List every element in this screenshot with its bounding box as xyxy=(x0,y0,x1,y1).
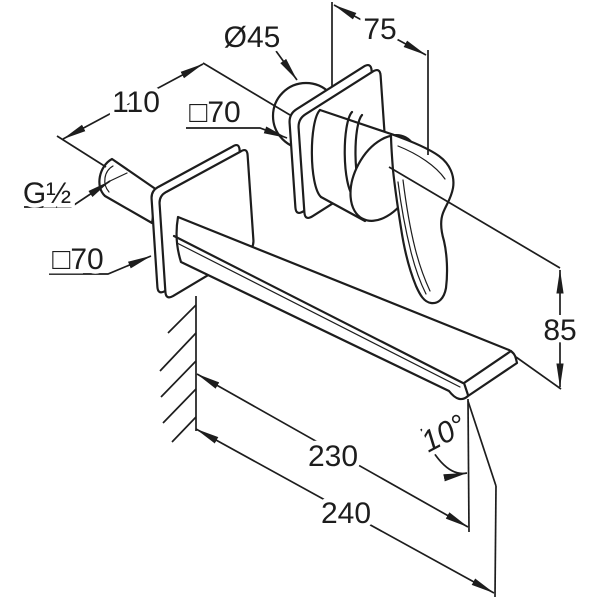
lever-nose-contour xyxy=(397,145,446,180)
leader-line xyxy=(24,180,111,208)
ext-line xyxy=(388,166,561,269)
leader-tail xyxy=(109,172,128,182)
plate-size-label-top: □70 xyxy=(189,96,241,129)
ext-line xyxy=(56,135,107,168)
ext-line xyxy=(202,62,291,116)
thread-label: G½ xyxy=(23,177,71,210)
dimension-75 xyxy=(331,2,429,155)
lever-front-contour-2 xyxy=(402,179,431,292)
hatch-stroke xyxy=(162,388,197,424)
dim-label-110: 110 xyxy=(112,86,160,119)
leader-line xyxy=(186,126,288,139)
angle-label: 10° xyxy=(416,409,472,459)
dim-label-75: 75 xyxy=(363,13,396,46)
dim-line xyxy=(195,428,495,594)
dim-label-240: 240 xyxy=(321,497,371,530)
angle-ray xyxy=(467,400,497,487)
hatch-stroke xyxy=(160,360,197,398)
spout-top-front-edge xyxy=(172,234,465,385)
leader-sq70-bottom xyxy=(49,255,152,275)
lever-outline xyxy=(389,132,455,305)
plate-size-label-bottom: □70 xyxy=(52,243,104,276)
leader-d45 xyxy=(275,50,298,81)
hatch-stroke xyxy=(171,416,197,443)
dimension-110 xyxy=(56,62,291,168)
diameter-label: Ø45 xyxy=(224,21,281,54)
dimension-angle-10 xyxy=(420,400,497,487)
leader-g-half xyxy=(24,172,128,208)
dim-label-85: 85 xyxy=(543,314,576,347)
ext-line xyxy=(494,485,497,598)
ext-line xyxy=(515,356,562,390)
leader-sq70-top xyxy=(186,126,288,139)
spout-chamfer-line xyxy=(176,242,461,388)
mixer-body-base-arc xyxy=(310,108,323,199)
hatch-stroke xyxy=(167,304,197,334)
mixer-body-bottom-edge xyxy=(319,195,367,223)
dim-line xyxy=(62,63,204,140)
mixer-lever-handle xyxy=(389,132,455,305)
leader-line xyxy=(275,50,298,81)
spout-silhouette xyxy=(175,215,519,401)
lever-front-contour-1 xyxy=(397,181,427,295)
angle-arc xyxy=(420,428,468,482)
supply-pipe xyxy=(98,157,159,225)
dim-label-230: 230 xyxy=(308,440,358,473)
dim-line xyxy=(333,4,427,56)
dimension-85 xyxy=(388,166,564,390)
hatch-stroke xyxy=(159,332,197,372)
faucet-spout xyxy=(172,215,519,401)
wall-hatching xyxy=(159,296,197,443)
ext-line xyxy=(467,398,470,533)
dimension-240 xyxy=(195,428,497,598)
leader-line xyxy=(49,255,152,275)
